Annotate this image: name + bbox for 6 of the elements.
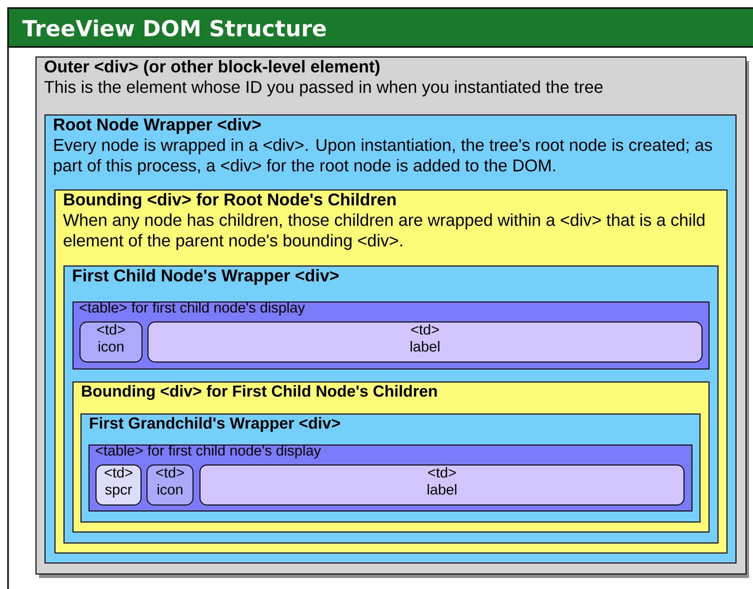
- table-cell: <td> label: [200, 464, 684, 506]
- title-bar: TreeView DOM Structure: [7, 7, 753, 48]
- table-cell: <td> icon: [80, 322, 142, 362]
- table-cell: <td> label: [148, 322, 702, 362]
- table-cell: <td> icon: [146, 464, 194, 506]
- table-cell: <td> spcr: [96, 464, 142, 506]
